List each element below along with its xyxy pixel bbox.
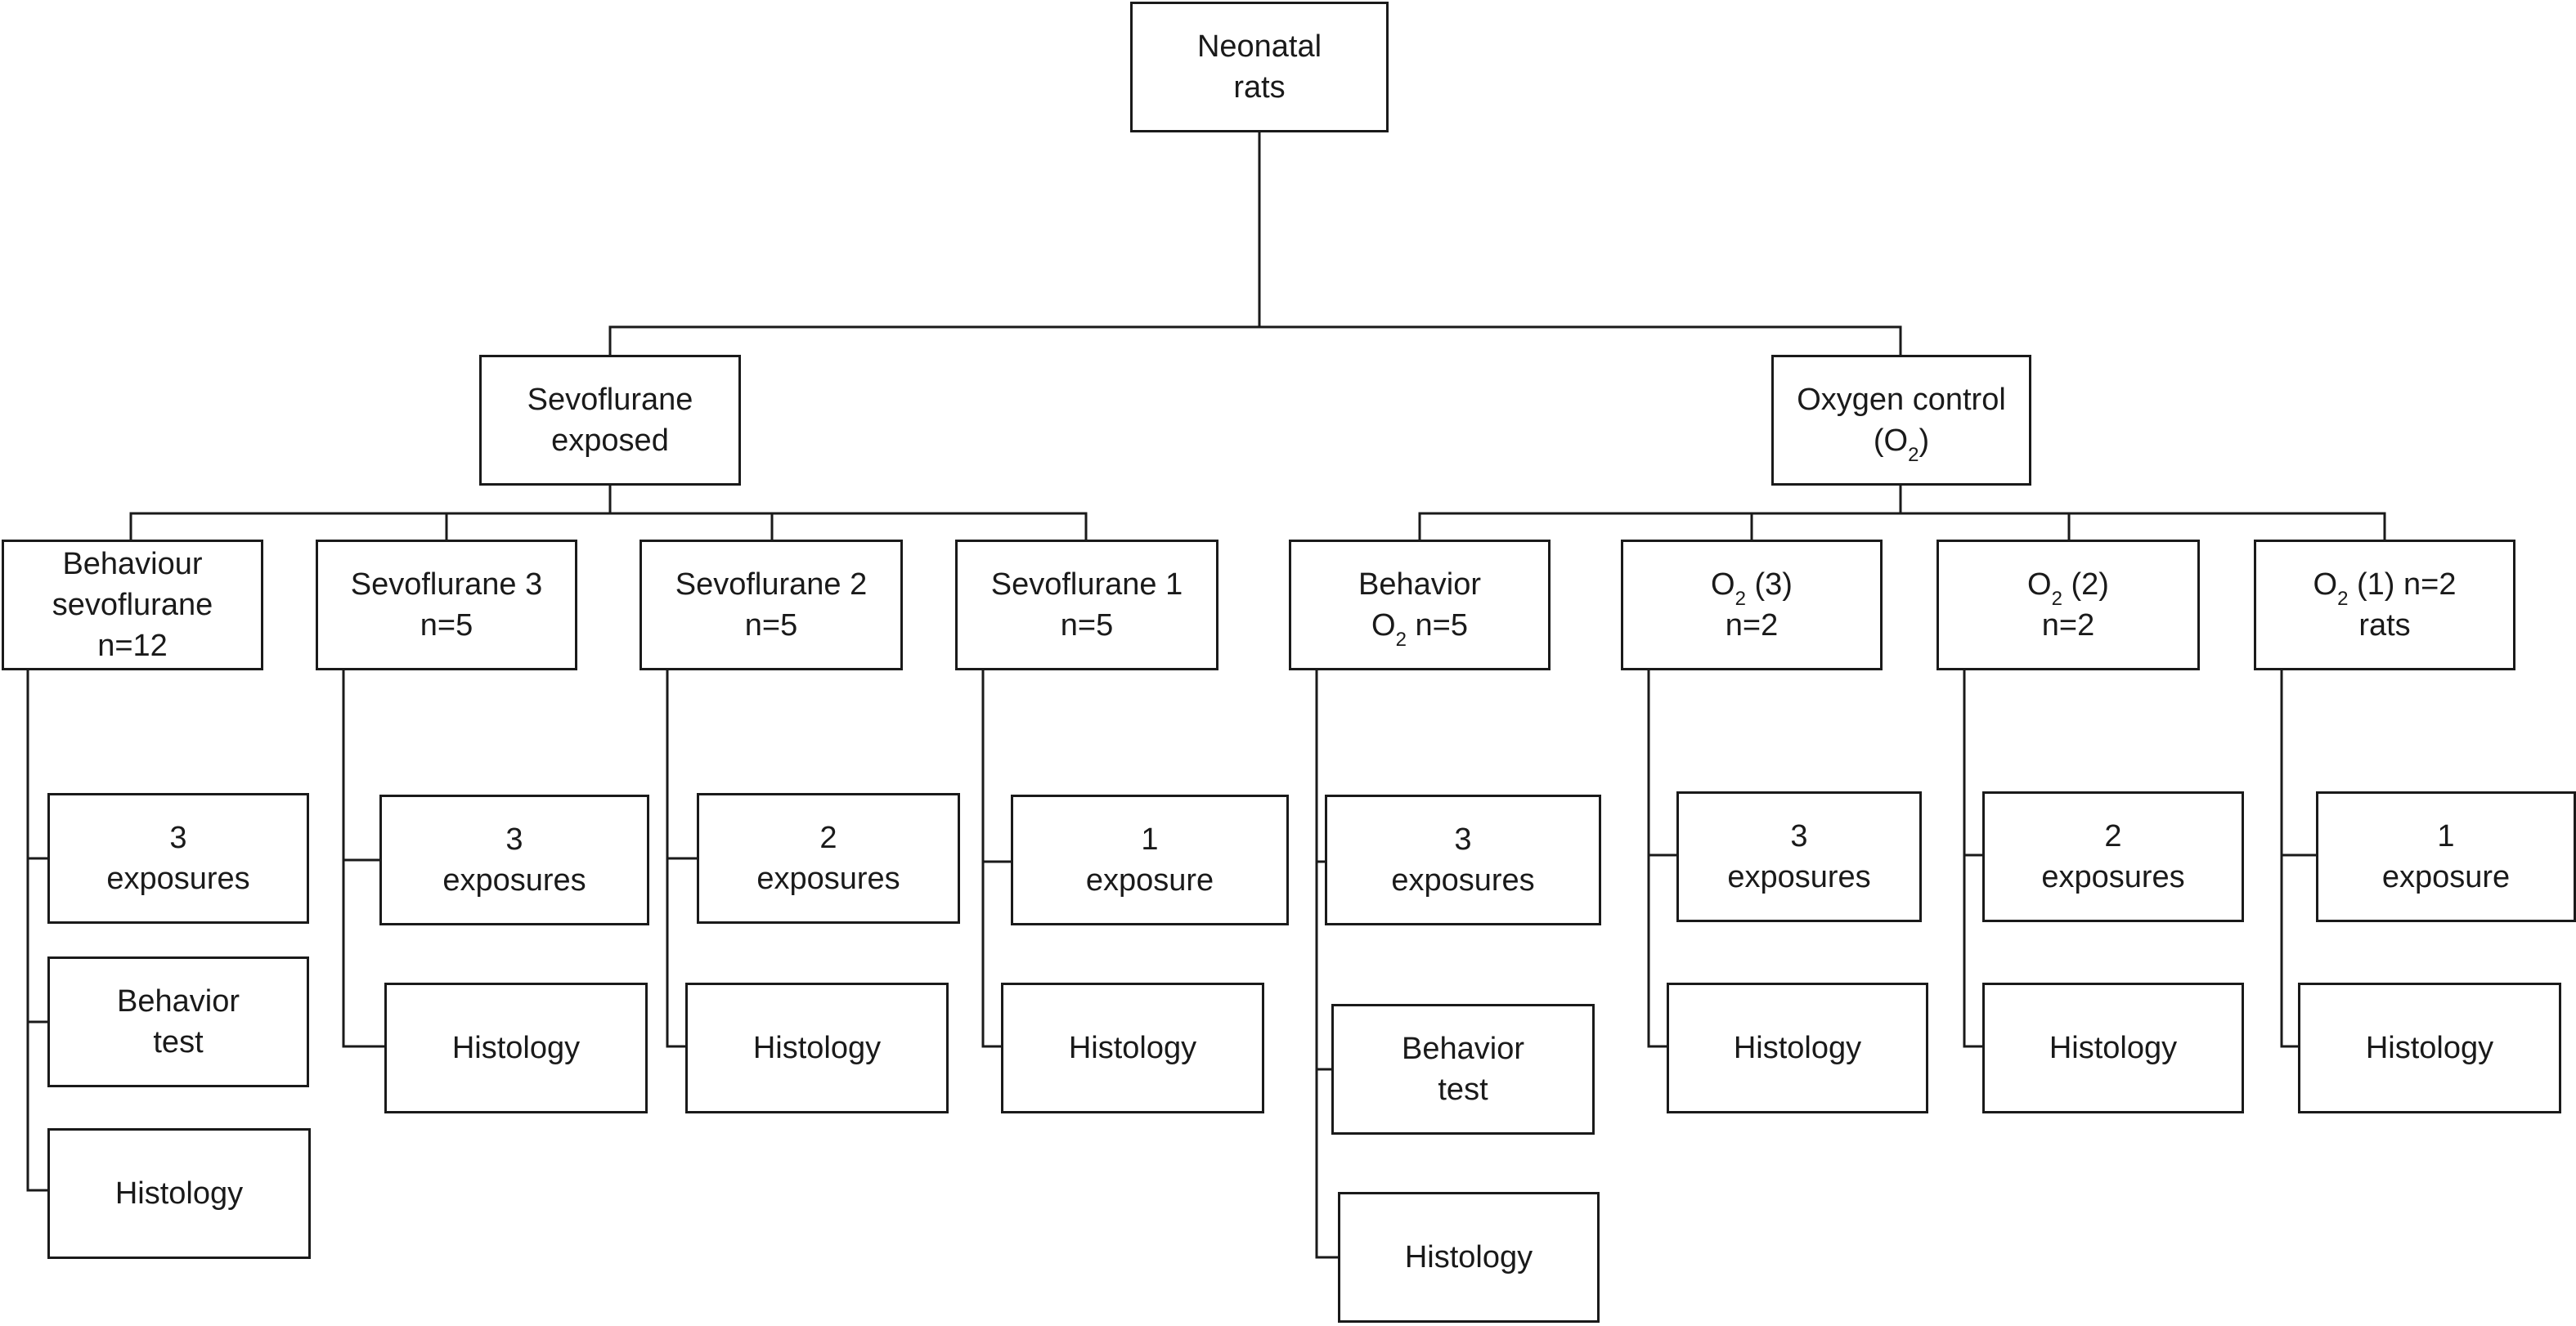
node-o2-3-exposures: 3 exposures — [1676, 791, 1922, 922]
node-sevoflurane-2: Sevoflurane 2 n=5 — [640, 540, 903, 670]
box-text-line: O2 (3) — [1711, 567, 1793, 610]
node-sevoflurane-2-exposures: 2 exposures — [697, 793, 960, 924]
node-behaviour-sevoflurane: Behaviour sevoflurane n=12 — [2, 540, 263, 670]
box-text-line: Histology — [451, 1031, 581, 1065]
box-text-line: exposures — [442, 863, 586, 898]
box-text-line: 3 — [169, 821, 187, 855]
node-neonatal-rats: Neonatal rats — [1130, 2, 1389, 132]
box-text-line: n=5 — [420, 608, 473, 643]
node-behavior-o2: Behavior O2 n=5 — [1289, 540, 1551, 670]
box-text-line: Behavior — [117, 984, 240, 1019]
box-text-line: exposures — [756, 862, 900, 896]
box-text-line: 1 — [2437, 819, 2455, 853]
node-sevoflurane-2-histology: Histology — [685, 983, 949, 1113]
box-text-line: exposure — [1085, 863, 1214, 898]
box-text-line: Histology — [2049, 1031, 2178, 1065]
box-text-line: exposures — [1727, 860, 1871, 894]
box-text-line: Histology — [752, 1031, 882, 1065]
box-text-line: O2 n=5 — [1371, 608, 1468, 651]
box-text-line: 2 — [2104, 819, 2122, 853]
box-text-line: Neonatal — [1196, 29, 1322, 64]
box-text-line: Histology — [114, 1176, 244, 1211]
box-text-line: exposures — [2041, 860, 2185, 894]
box-text-line: 1 — [1141, 822, 1159, 857]
box-text-line: Behaviour — [62, 547, 203, 581]
node-behavior-o2-exposures: 3 exposures — [1325, 795, 1601, 925]
node-o2-2: O2 (2)n=2 — [1936, 540, 2200, 670]
box-text-line: 3 — [1790, 819, 1808, 853]
box-text-line: O2 (1) n=2 — [2313, 567, 2457, 610]
node-sevoflurane-3-exposures: 3 exposures — [379, 795, 649, 925]
box-text-line: n=5 — [1060, 608, 1114, 643]
box-text-line: Sevoflurane 2 — [675, 567, 868, 602]
box-text-line: Oxygen control — [1797, 383, 2006, 417]
node-behaviour-sevoflurane-histology: Histology — [47, 1128, 311, 1259]
node-o2-3: O2 (3)n=2 — [1621, 540, 1883, 670]
box-text-line: test — [1438, 1073, 1488, 1107]
node-sevoflurane-1-exposure: 1 exposure — [1011, 795, 1289, 925]
box-text-line: n=2 — [2041, 608, 2095, 643]
box-text-line: Behavior — [1402, 1032, 1524, 1066]
box-text-line: Histology — [1733, 1031, 1862, 1065]
box-text-line: Histology — [2365, 1031, 2494, 1065]
box-text-line: sevoflurane — [52, 588, 213, 622]
box-text-line: Histology — [1068, 1031, 1197, 1065]
box-text-line: exposures — [106, 862, 250, 896]
box-text-line: n=2 — [1725, 608, 1779, 643]
box-text-line: Behavior — [1358, 567, 1481, 602]
box-text-line: 2 — [819, 821, 837, 855]
box-text-line: test — [153, 1025, 204, 1059]
box-text-line: exposure — [2381, 860, 2511, 894]
box-text-line: exposures — [1391, 863, 1535, 898]
node-behavior-o2-histology: Histology — [1338, 1192, 1600, 1323]
box-text-line: 3 — [1454, 822, 1472, 857]
node-sevoflurane-3: Sevoflurane 3 n=5 — [316, 540, 577, 670]
box-text-line: (O2) — [1873, 423, 1930, 466]
node-o2-1-histology: Histology — [2298, 983, 2561, 1113]
box-text-line: rats — [1233, 70, 1286, 105]
node-sevoflurane-exposed: Sevoflurane exposed — [479, 355, 741, 486]
box-text-line: n=12 — [97, 629, 168, 663]
box-text-line: rats — [2358, 608, 2411, 643]
node-behaviour-sevoflurane-behavior-test: Behavior test — [47, 956, 309, 1087]
node-sevoflurane-1: Sevoflurane 1 n=5 — [955, 540, 1218, 670]
box-text-line: Sevoflurane — [527, 383, 693, 417]
box-text-line: Sevoflurane 1 — [990, 567, 1183, 602]
box-text-line: n=5 — [744, 608, 798, 643]
box-text-line: exposed — [551, 423, 669, 458]
box-text-line: Histology — [1404, 1240, 1533, 1274]
box-text-line: Sevoflurane 3 — [350, 567, 543, 602]
node-oxygen-control: Oxygen control (O2) — [1771, 355, 2031, 486]
node-o2-2-histology: Histology — [1982, 983, 2244, 1113]
node-sevoflurane-1-histology: Histology — [1001, 983, 1264, 1113]
node-o2-1-exposure: 1 exposure — [2316, 791, 2576, 922]
box-text-line: 3 — [505, 822, 523, 857]
node-sevoflurane-3-histology: Histology — [384, 983, 648, 1113]
box-text-line: O2 (2) — [2027, 567, 2109, 610]
node-o2-2-exposures: 2 exposures — [1982, 791, 2244, 922]
node-behaviour-sevoflurane-exposures: 3 exposures — [47, 793, 309, 924]
node-behavior-o2-behavior-test: Behavior test — [1331, 1004, 1595, 1135]
node-o2-3-histology: Histology — [1667, 983, 1928, 1113]
